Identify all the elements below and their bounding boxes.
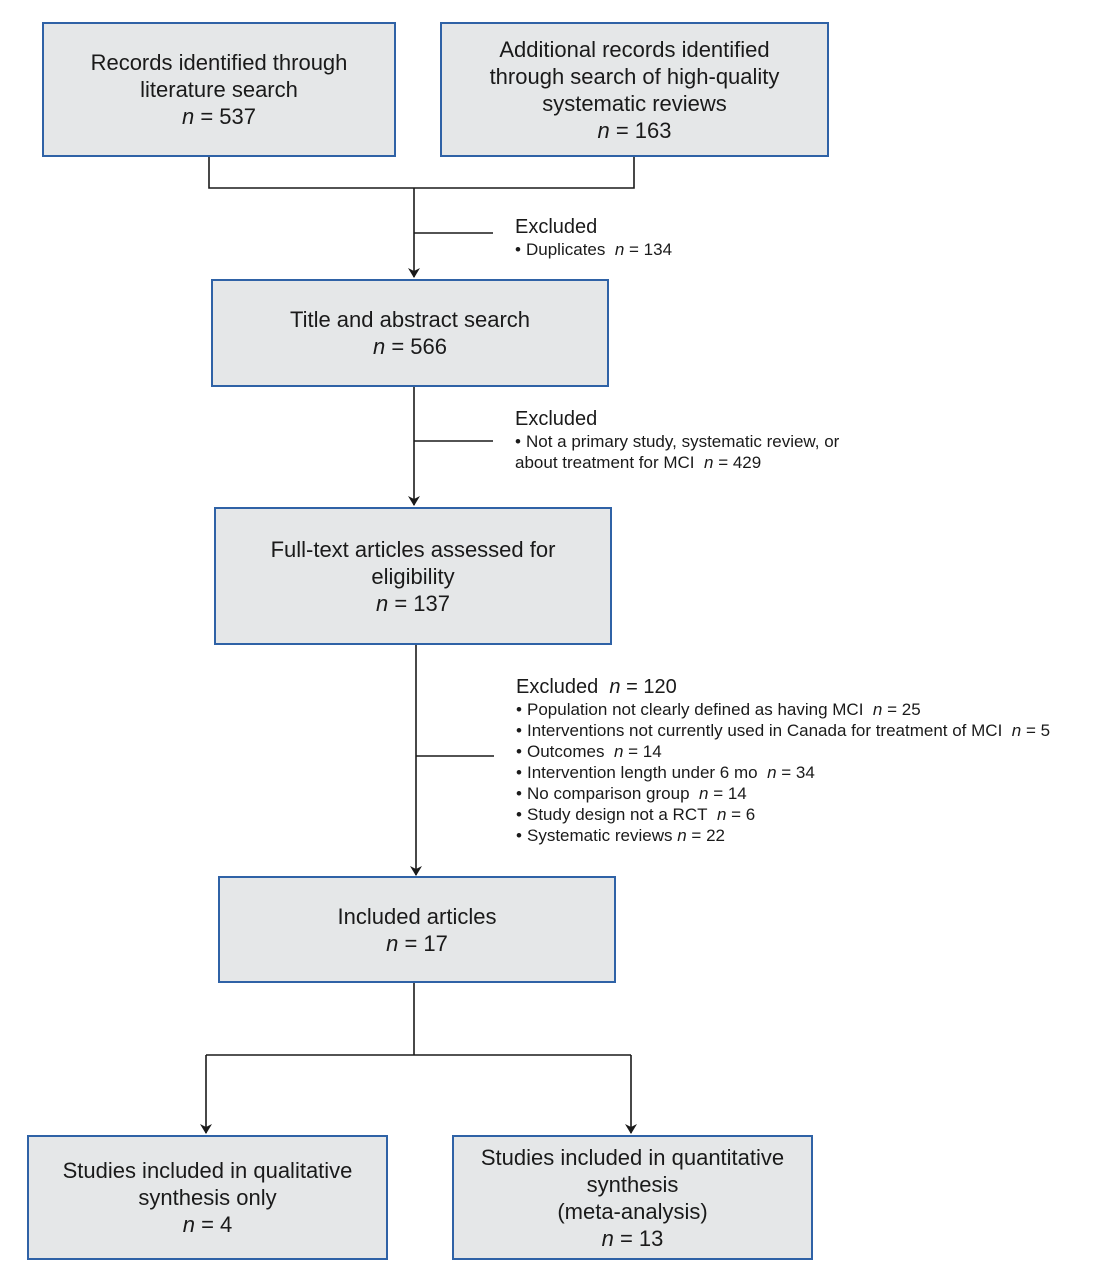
qualitative-line-1: Studies included in qualitative: [62, 1158, 353, 1183]
exclusion-heading: Excluded: [515, 408, 598, 430]
n-symbol: n: [767, 763, 777, 782]
full-text-exclusion: Excluded n = 120 •Population not clearly…: [516, 675, 1050, 846]
n-symbol: n: [182, 1212, 195, 1237]
title-abstract-line-1: Title and abstract search: [289, 307, 531, 332]
quantitative-synthesis-box: Studies included in quantitative synthes…: [452, 1135, 813, 1260]
exclusion-item-n: = 34: [781, 763, 815, 782]
n-symbol: n: [613, 742, 624, 761]
quantitative-n: = 13: [619, 1225, 664, 1251]
n-symbol: n: [677, 826, 687, 845]
n-symbol: n: [698, 784, 709, 803]
qualitative-n: = 4: [201, 1212, 233, 1237]
quantitative-line-1: Studies included in quantitative: [480, 1144, 785, 1170]
exclusion-item-text: Duplicates: [526, 240, 606, 259]
records-identified-line-1: Records identified through: [90, 50, 348, 75]
exclusion-item: •Study design not a RCT n = 6: [516, 805, 756, 824]
exclusion-item-n: = 429: [718, 453, 762, 472]
included-articles-box: Included articles n = 17: [218, 876, 616, 983]
exclusion-item-text: Systematic reviews: [527, 826, 673, 845]
exclusion-heading: Excluded: [515, 216, 598, 238]
records-identified-count: n = 537: [182, 103, 256, 130]
duplicates-exclusion: Excluded •Duplicates n = 134: [515, 215, 672, 260]
records-identified-line-2: literature search: [140, 77, 298, 102]
exclusion-item-text: Population not clearly defined as having…: [527, 700, 864, 719]
additional-records-n: = 163: [615, 117, 672, 143]
exclusion-item: •Interventions not currently used in Can…: [516, 721, 1051, 740]
additional-records-line-3: systematic reviews: [542, 90, 727, 116]
exclusion-item-n: = 134: [629, 240, 673, 259]
n-symbol: n: [181, 104, 195, 129]
title-abstract-box: Title and abstract search n = 566: [211, 279, 609, 387]
exclusion-item-text: Interventions not currently used in Cana…: [527, 721, 1003, 740]
exclusion-item: •Not a primary study, systematic review,…: [515, 432, 840, 451]
exclusion-item: •Intervention length under 6 mo n = 34: [516, 763, 815, 782]
n-symbol: n: [703, 453, 714, 472]
n-symbol: n: [872, 700, 883, 719]
title-abstract-count: n = 566: [373, 333, 447, 360]
additional-records-line-2: through search of high-quality: [489, 63, 780, 89]
n-symbol: n: [609, 676, 621, 698]
exclusion-item: •Systematic reviews n = 22: [516, 826, 725, 845]
exclusion-item-n: = 14: [713, 784, 747, 803]
records-identified-box: Records identified through literature se…: [42, 22, 396, 157]
n-symbol: n: [1011, 721, 1022, 740]
quantitative-line-3: (meta-analysis): [557, 1198, 708, 1224]
exclusion-item-text: Intervention length under 6 mo: [527, 763, 758, 782]
exclusion-item-text: Study design not a RCT: [527, 805, 708, 824]
additional-records-line-1: Additional records identified: [499, 36, 770, 62]
n-symbol: n: [601, 1225, 614, 1251]
exclusion-heading-text: Excluded: [516, 676, 599, 698]
exclusion-item-continuation: about treatment for MCI n = 429: [515, 452, 839, 473]
quantitative-count: n = 13: [602, 1225, 664, 1252]
merge-connector: [208, 157, 635, 189]
additional-records-box: Additional records identified through se…: [440, 22, 829, 157]
exclusion-item-line-1: Not a primary study, systematic review, …: [526, 432, 840, 451]
n-symbol: n: [386, 930, 399, 956]
n-symbol: n: [716, 805, 727, 824]
exclusion-item-line-2: about treatment for MCI: [515, 453, 695, 472]
exclusion-heading-n: = 120: [626, 676, 677, 698]
exclusion-item-n: = 5: [1025, 721, 1051, 740]
n-symbol: n: [375, 590, 389, 616]
qualitative-line-2: synthesis only: [138, 1185, 277, 1210]
exclusion-item-text: No comparison group: [527, 784, 690, 803]
screening-exclusion: Excluded •Not a primary study, systemati…: [515, 407, 839, 473]
exclusion-item: •Duplicates n = 134: [515, 240, 673, 259]
n-symbol: n: [597, 117, 610, 143]
full-text-line-1: Full-text articles assessed for: [270, 536, 556, 562]
additional-records-count: n = 163: [597, 117, 671, 144]
exclusion-item-text: Outcomes: [527, 742, 605, 761]
included-n: = 17: [404, 930, 448, 956]
qualitative-synthesis-box: Studies included in qualitative synthesi…: [27, 1135, 388, 1260]
exclusion-item-n: = 22: [691, 826, 725, 845]
full-text-box: Full-text articles assessed for eligibil…: [214, 507, 612, 645]
exclusion-item: •Population not clearly defined as havin…: [516, 700, 921, 719]
included-line-1: Included articles: [337, 903, 497, 929]
n-symbol: n: [372, 334, 386, 359]
exclusion-heading: Excluded n = 120: [516, 675, 1050, 699]
exclusion-item-n: = 25: [887, 700, 921, 719]
full-text-line-2: eligibility: [371, 563, 455, 589]
full-text-n: = 137: [394, 590, 451, 616]
exclusion-item: •No comparison group n = 14: [516, 784, 747, 803]
n-symbol: n: [614, 240, 625, 259]
quantitative-line-2: synthesis: [586, 1171, 679, 1197]
qualitative-count: n = 4: [183, 1211, 233, 1238]
records-identified-n: = 537: [200, 104, 257, 129]
included-count: n = 17: [386, 930, 448, 957]
exclusion-item-n: = 14: [628, 742, 662, 761]
exclusion-item: •Outcomes n = 14: [516, 742, 662, 761]
full-text-count: n = 137: [376, 590, 450, 617]
title-abstract-n: = 566: [391, 334, 448, 359]
exclusion-item-n: = 6: [731, 805, 756, 824]
